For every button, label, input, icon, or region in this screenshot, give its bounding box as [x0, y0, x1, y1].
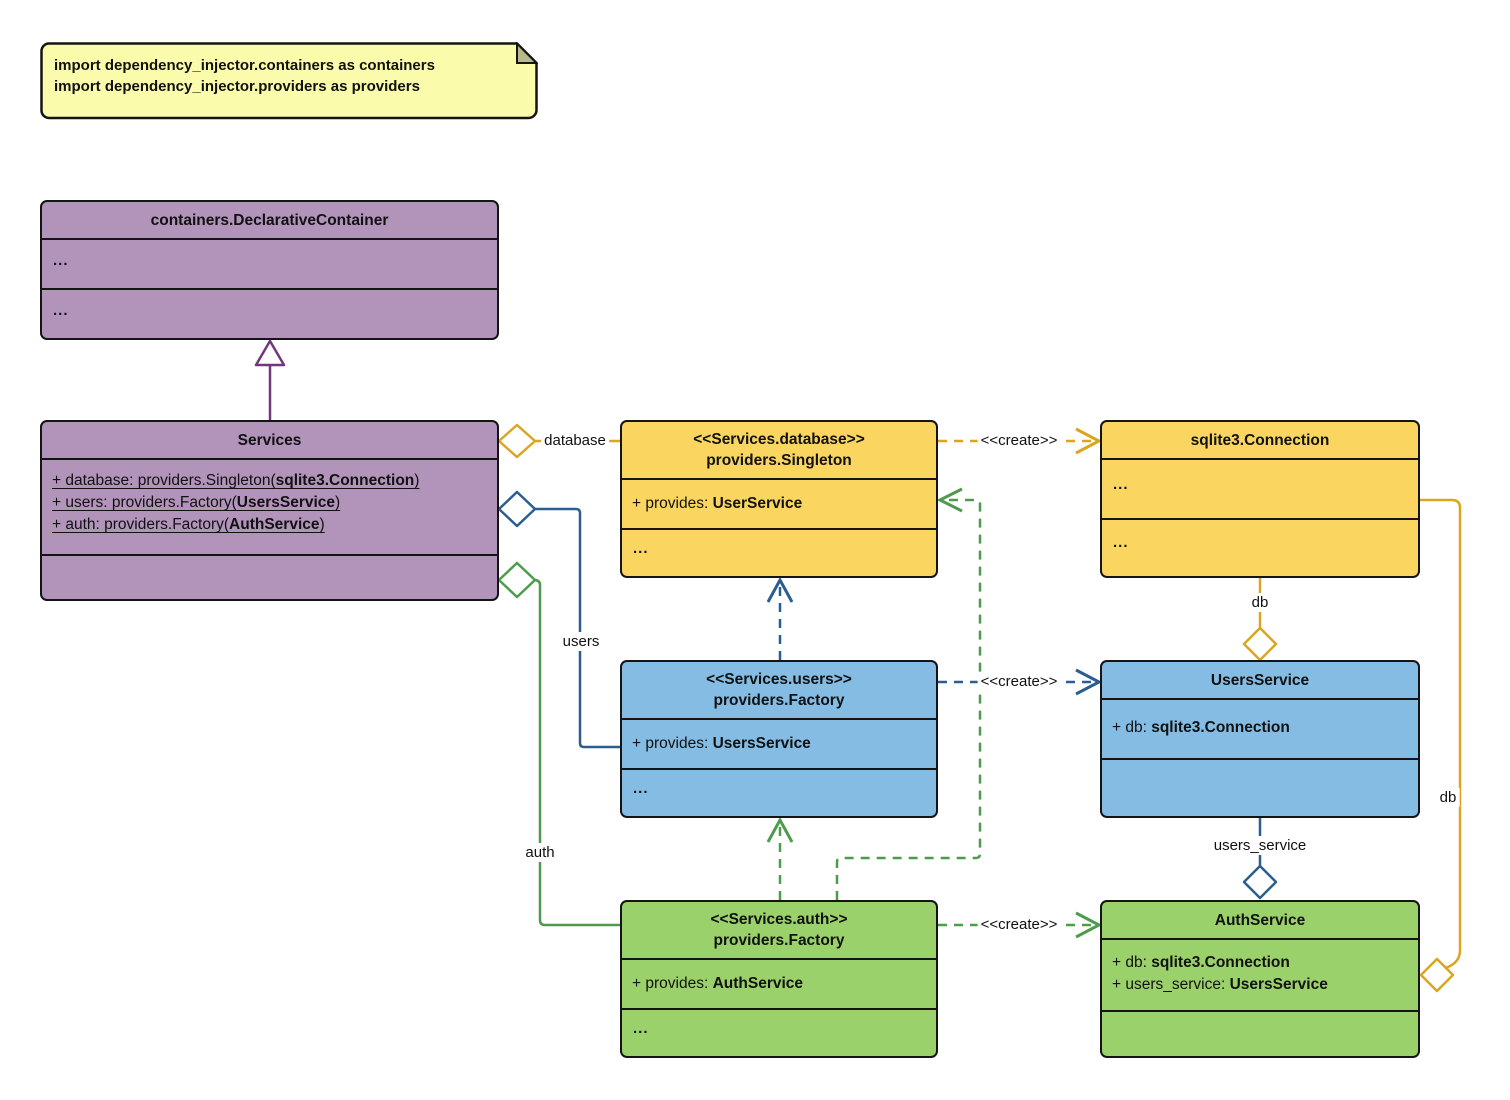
class-users-factory: <<Services.users>> providers.Factory + p… — [620, 660, 938, 818]
edge-label-users: users — [559, 632, 603, 651]
attribute-auth: + auth: providers.Factory(AuthService) — [52, 516, 325, 533]
methods-placeholder: ... — [633, 1020, 649, 1037]
class-auth-service: AuthService + db: sqlite3.Connection + u… — [1100, 900, 1420, 1058]
db-users-service-diamond-icon — [1242, 626, 1278, 662]
methods-placeholder: ... — [1113, 534, 1129, 551]
edge-label-database: database — [541, 431, 609, 450]
edge-label-create-database: <<create>> — [977, 431, 1061, 450]
database-diamond-icon — [497, 423, 537, 459]
class-stereotype: <<Services.auth>> — [710, 911, 848, 928]
note-line: import dependency_injector.containers as… — [54, 57, 435, 74]
class-stereotype: <<Services.users>> — [706, 671, 852, 688]
note-shape — [40, 42, 538, 120]
attribute-database: + database: providers.Singleton(sqlite3.… — [52, 472, 420, 489]
users-diamond-icon — [497, 490, 537, 528]
class-auth-factory: <<Services.auth>> providers.Factory + pr… — [620, 900, 938, 1058]
note-body — [40, 42, 538, 120]
edge-label-db-users-service: db — [1248, 593, 1272, 612]
attribute-provides: + provides: UserService — [632, 495, 803, 512]
class-title: providers.Singleton — [706, 452, 852, 469]
class-stereotype: <<Services.database>> — [693, 431, 865, 448]
class-database-singleton: <<Services.database>> providers.Singleto… — [620, 420, 938, 578]
edge-label-db-auth-service: db — [1436, 788, 1460, 807]
class-services: Services + database: providers.Singleton… — [40, 420, 499, 601]
methods-placeholder: ... — [633, 540, 649, 557]
class-title: Services — [42, 422, 497, 460]
methods-compartment — [42, 556, 497, 599]
class-users-service: UsersService + db: sqlite3.Connection — [1100, 660, 1420, 818]
class-title: containers.DeclarativeContainer — [42, 202, 497, 240]
auth-factory-to-users-factory-arrowhead-icon — [766, 816, 794, 843]
note-fold-icon — [516, 42, 538, 64]
methods-placeholder: ... — [53, 302, 69, 319]
edge-label-auth: auth — [522, 843, 558, 862]
class-title: sqlite3.Connection — [1102, 422, 1418, 460]
auth-factory-to-singleton-edge — [835, 498, 982, 900]
attribute-db: + db: sqlite3.Connection — [1112, 954, 1290, 971]
attribute-provides: + provides: AuthService — [632, 975, 804, 992]
create-users-arrowhead-icon — [1075, 668, 1103, 696]
class-declarative-container: containers.DeclarativeContainer ... ... — [40, 200, 499, 340]
class-title: providers.Factory — [713, 692, 845, 709]
attribute-db: + db: sqlite3.Connection — [1112, 719, 1290, 736]
auth-diamond-icon — [497, 561, 537, 599]
users-edge — [534, 507, 620, 749]
users-factory-to-singleton-arrowhead-icon — [766, 576, 794, 603]
attribute-provides: + provides: UsersService — [632, 735, 811, 752]
users-service-auth-diamond-icon — [1242, 864, 1278, 900]
inheritance-triangle-icon — [254, 339, 286, 367]
methods-compartment — [1102, 1012, 1418, 1056]
class-title: providers.Factory — [713, 932, 845, 949]
methods-compartment — [1102, 760, 1418, 816]
edge-label-create-auth: <<create>> — [977, 915, 1061, 934]
db-auth-service-edge — [1420, 498, 1462, 970]
create-database-arrowhead-icon — [1075, 427, 1103, 455]
create-auth-arrowhead-icon — [1075, 911, 1103, 939]
db-auth-service-diamond-icon — [1419, 957, 1455, 993]
edge-label-create-users: <<create>> — [977, 672, 1061, 691]
class-title: AuthService — [1102, 902, 1418, 940]
methods-placeholder: ... — [633, 780, 649, 797]
edge-label-users-service: users_service — [1210, 836, 1310, 855]
attribute-users-service: + users_service: UsersService — [1112, 976, 1328, 993]
note-line: import dependency_injector.providers as … — [54, 78, 420, 95]
fields-placeholder: ... — [1113, 476, 1129, 493]
class-title: UsersService — [1102, 662, 1418, 700]
fields-placeholder: ... — [53, 252, 69, 269]
imports-note: import dependency_injector.containers as… — [40, 42, 538, 120]
class-sqlite-connection: sqlite3.Connection ... ... — [1100, 420, 1420, 578]
auth-factory-to-singleton-arrowhead-icon — [936, 487, 963, 513]
attribute-users: + users: providers.Factory(UsersService) — [52, 494, 341, 511]
auth-edge — [533, 578, 620, 927]
